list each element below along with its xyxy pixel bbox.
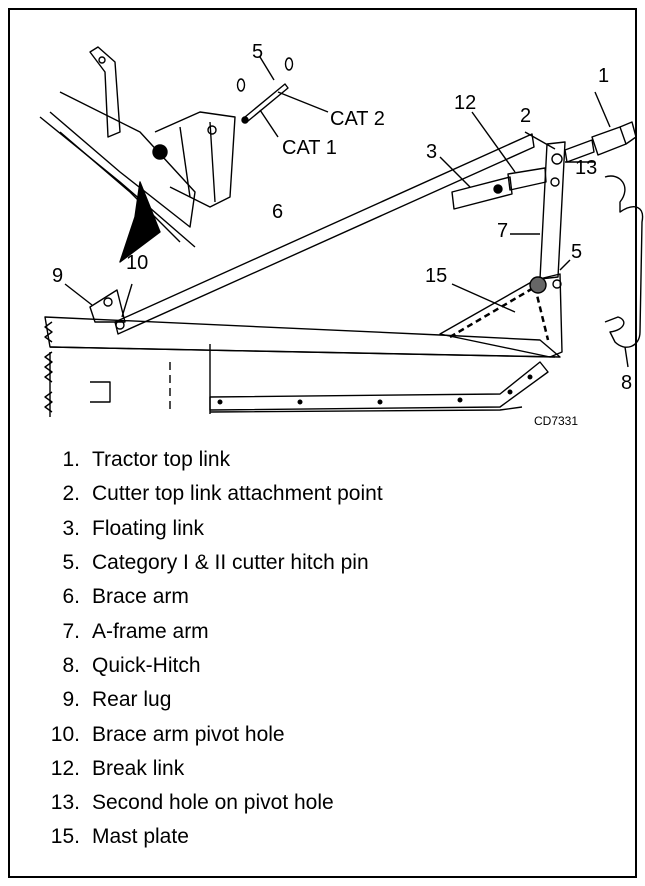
- inset-mast-detail: [39, 46, 236, 263]
- cutter-deck: [44, 316, 561, 417]
- legend-text: Cutter top link attachment point: [92, 482, 383, 506]
- legend-number: 2.: [62, 482, 80, 506]
- legend-list: 1. Tractor top link 2. Cutter top link att…: [38, 443, 383, 855]
- legend-item: 13. Second hole on pivot hole: [38, 786, 383, 820]
- callout-13: 13: [575, 157, 597, 179]
- legend-number: 6.: [62, 585, 80, 609]
- callout-2: 2: [520, 105, 531, 127]
- callout-12: 12: [454, 92, 476, 114]
- legend-item: 6. Brace arm: [38, 580, 383, 614]
- tractor-top-link: [564, 91, 637, 163]
- legend-number: 9.: [62, 688, 80, 712]
- legend-text: Second hole on pivot hole: [92, 791, 334, 815]
- legend-text: Rear lug: [92, 688, 172, 712]
- cutter-hitch-diagram: 1 2 3 5 5 6 7 8 9 10 12 13 15 CAT 1 CAT …: [20, 22, 645, 442]
- legend-text: Floating link: [92, 516, 205, 540]
- legend-item: 9. Rear lug: [38, 683, 383, 717]
- legend-text: Mast plate: [92, 825, 189, 849]
- label-cat-2: CAT 2: [330, 108, 385, 130]
- hitch-pin-inset: [236, 56, 329, 138]
- legend-number: 3.: [62, 516, 80, 540]
- a-frame-arm: [510, 131, 595, 280]
- legend-text: Tractor top link: [92, 448, 231, 472]
- legend-item: 10. Brace arm pivot hole: [38, 717, 383, 751]
- callout-5-pin: 5: [252, 41, 263, 63]
- callout-5-cutter: 5: [571, 241, 582, 263]
- legend-number: 15.: [50, 825, 80, 849]
- legend-number: 12.: [50, 756, 80, 780]
- callout-10: 10: [126, 252, 148, 274]
- legend-item: 1. Tractor top link: [38, 443, 383, 477]
- figure-code: CD7331: [534, 414, 578, 428]
- legend-number: 5.: [62, 551, 80, 575]
- legend-text: A-frame arm: [92, 619, 209, 643]
- callout-15: 15: [425, 265, 447, 287]
- legend-text: Category I & II cutter hitch pin: [92, 551, 369, 575]
- rear-lug: [64, 283, 133, 330]
- legend-number: 13.: [50, 791, 80, 815]
- legend-item: 2. Cutter top link attachment point: [38, 477, 383, 511]
- callout-6: 6: [272, 201, 283, 223]
- legend-number: 7.: [62, 619, 80, 643]
- legend-text: Break link: [92, 756, 185, 780]
- legend-text: Quick-Hitch: [92, 653, 201, 677]
- legend-number: 8.: [62, 653, 80, 677]
- callout-3: 3: [426, 141, 437, 163]
- diagram-svg: 1 2 3 5 5 6 7 8 9 10 12 13 15 CAT 1 CAT …: [39, 41, 644, 428]
- brace-arm: [114, 133, 535, 335]
- legend-item: 8. Quick-Hitch: [38, 649, 383, 683]
- legend-item: 5. Category I & II cutter hitch pin: [38, 546, 383, 580]
- callout-7: 7: [497, 220, 508, 242]
- floating-link: [439, 156, 513, 210]
- legend-text: Brace arm: [92, 585, 189, 609]
- break-link: [471, 111, 547, 191]
- legend-item: 12. Break link: [38, 752, 383, 786]
- label-cat-1: CAT 1: [282, 137, 337, 159]
- callout-8: 8: [621, 372, 632, 394]
- legend-number: 10.: [50, 722, 80, 746]
- legend-number: 1.: [62, 448, 80, 472]
- mast-plate: [439, 259, 571, 358]
- quick-hitch: [604, 175, 644, 368]
- callout-9: 9: [52, 265, 63, 287]
- legend-item: 7. A-frame arm: [38, 614, 383, 648]
- figure-frame: 1 2 3 5 5 6 7 8 9 10 12 13 15 CAT 1 CAT …: [8, 8, 644, 878]
- legend-text: Brace arm pivot hole: [92, 722, 285, 746]
- legend-item: 3. Floating link: [38, 512, 383, 546]
- legend-item: 15. Mast plate: [38, 820, 383, 854]
- callout-1: 1: [598, 65, 609, 87]
